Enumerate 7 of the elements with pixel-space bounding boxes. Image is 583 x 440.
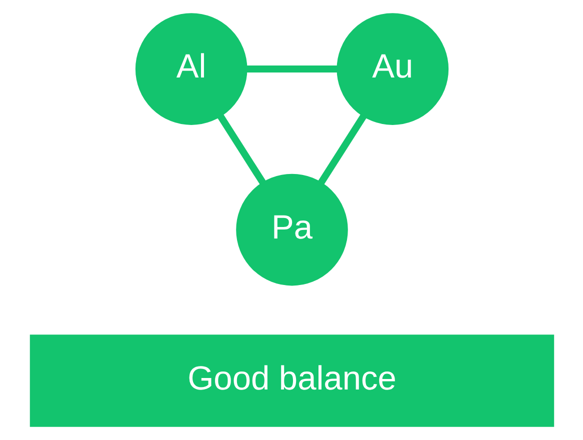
connector	[246, 66, 337, 73]
node-circle: Pa	[236, 174, 348, 286]
node-circle: Al	[134, 13, 247, 125]
connector	[318, 114, 366, 185]
node-box: Good balance	[29, 334, 554, 427]
connector	[217, 114, 266, 185]
node-circle: Au	[336, 13, 448, 125]
